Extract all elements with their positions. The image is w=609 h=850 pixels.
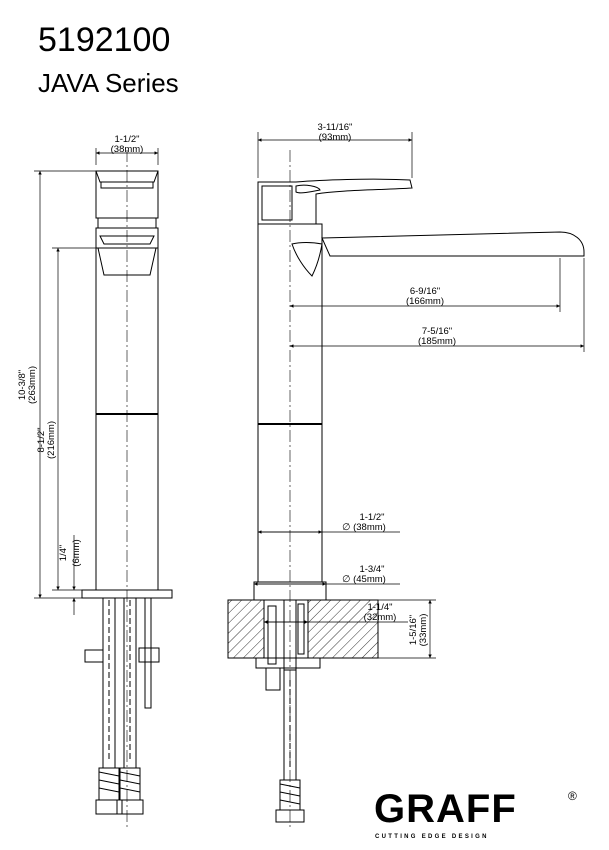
side-dimensions — [254, 132, 585, 659]
mounting-hole-imperial: 1-1/4" — [367, 602, 392, 613]
deck-thickness-imperial: 1-5/16" — [408, 615, 419, 645]
spout-reach-inner-imperial: 6-9/16" — [410, 286, 440, 297]
spout-reach-inner-metric: (166mm) — [406, 296, 444, 307]
logo-wordmark: GRAFF — [374, 787, 517, 831]
body-diameter-metric: ∅ (38mm) — [342, 522, 386, 533]
model-number: 5192100 — [38, 21, 171, 59]
spout-reach-outer-imperial: 7-5/16" — [422, 326, 452, 337]
logo-tagline: CUTTING EDGE DESIGN — [375, 834, 489, 840]
front-view — [81, 150, 173, 830]
front-top-width-metric: (38mm) — [111, 144, 144, 155]
spout-reach-outer-metric: (185mm) — [418, 336, 456, 347]
handle-width-metric: (93mm) — [319, 132, 352, 143]
overall-height-metric: (263mm) — [27, 366, 38, 404]
front-top-width-imperial: 1-1/2" — [114, 134, 139, 145]
spout-height-metric: (216mm) — [46, 421, 57, 459]
side-view — [227, 150, 585, 830]
body-diameter-imperial: 1-1/2" — [359, 512, 384, 523]
front-dimensions — [34, 148, 159, 615]
mounting-hole-metric: (32mm) — [364, 612, 397, 623]
base-height-imperial: 1/4" — [58, 545, 69, 562]
series-name: JAVA Series — [38, 68, 179, 98]
spout-height-imperial: 8-1/2" — [36, 427, 47, 452]
base-height-metric: (6mm) — [71, 539, 82, 566]
overall-height-imperial: 10-3/8" — [17, 370, 28, 400]
base-diameter-imperial: 1-3/4" — [359, 564, 384, 575]
handle-width-imperial: 3-11/16" — [318, 122, 353, 133]
base-diameter-metric: ∅ (45mm) — [342, 574, 386, 585]
graff-logo: GRAFF ® CUTTING EDGE DESIGN — [374, 787, 577, 840]
deck-thickness-metric: (33mm) — [418, 614, 429, 647]
registered-mark: ® — [568, 789, 577, 803]
